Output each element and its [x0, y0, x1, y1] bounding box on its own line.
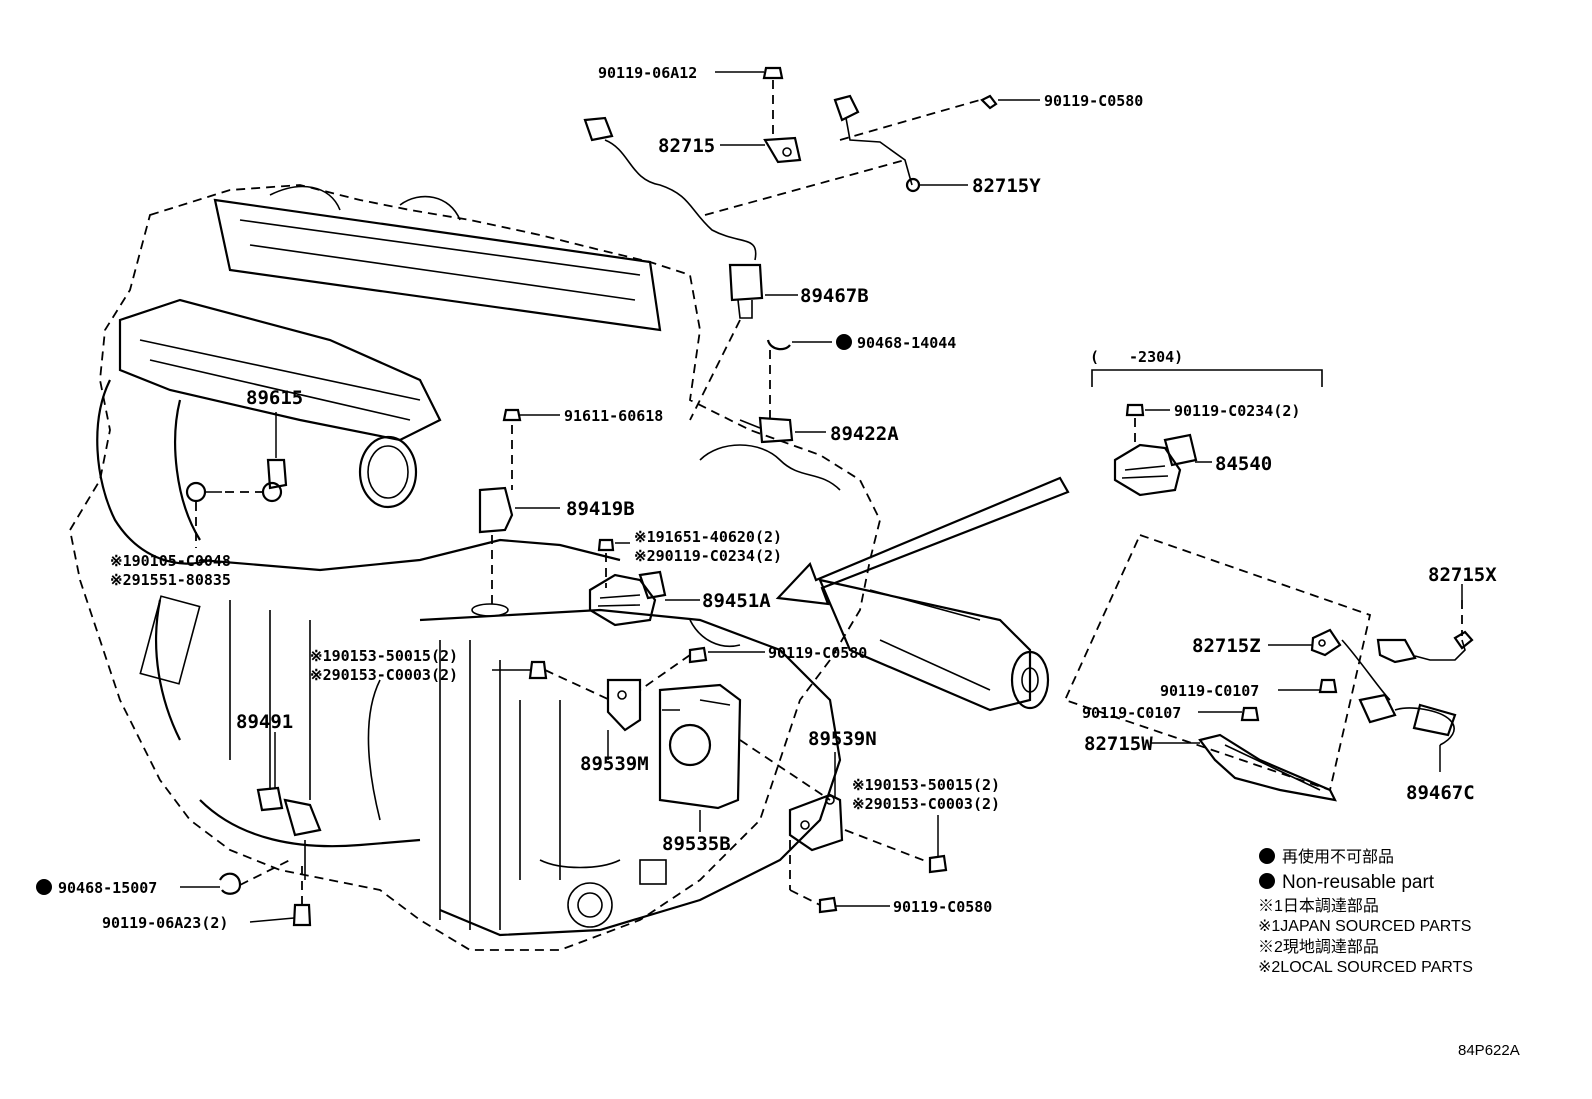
view-arrow	[775, 476, 1070, 606]
callout-label: 82715W	[1084, 733, 1153, 755]
callout-label: 89535B	[662, 833, 731, 855]
callout-label: 90468-15007	[58, 879, 157, 897]
reference-code: 84P622A	[1458, 1042, 1520, 1059]
callout-label: 89491	[236, 711, 293, 733]
part-labels: 90119-06A12 90119-C0580 82715 82715Y 894…	[58, 64, 1497, 932]
callout-label: ※191651-40620(2)	[634, 528, 782, 546]
engine-assembly-illustration	[69, 184, 1050, 951]
callout-label: ※290153-C0003(2)	[852, 795, 1000, 813]
callout-label: 89539N	[808, 728, 877, 750]
callout-label: 90119-C0234(2)	[1174, 402, 1300, 420]
legend-japan-en: ※1JAPAN SOURCED PARTS	[1258, 918, 1471, 935]
callout-label: ※291551-80835	[110, 571, 231, 589]
legend-japan-jp: ※1日本調達部品	[1258, 897, 1379, 915]
callout-label: 90119-06A12	[598, 64, 697, 82]
legend-marker	[1259, 873, 1275, 889]
callout-label: 90119-C0580	[768, 644, 867, 662]
callout-label: ※290153-C0003(2)	[310, 666, 458, 684]
parts-illustration	[185, 66, 1474, 927]
legend: 再使用不可部品 Non-reusable part ※1日本調達部品 ※1JAP…	[1258, 848, 1473, 976]
callout-label: ※190153-50015(2)	[310, 647, 458, 665]
callout-label: 89422A	[830, 423, 899, 445]
callout-label: 90468-14044	[857, 334, 956, 352]
non-reusable-marker	[36, 879, 52, 895]
callout-label: 82715X	[1428, 564, 1497, 586]
callout-label: ( -2304)	[1090, 348, 1183, 366]
callout-label: 82715	[658, 135, 715, 157]
legend-marker	[1259, 848, 1275, 864]
callout-label: 89539M	[580, 753, 649, 775]
legend-local-jp: ※2現地調達部品	[1258, 938, 1379, 956]
legend-non-reusable-jp: 再使用不可部品	[1282, 848, 1394, 866]
callout-label: 90119-C0107	[1082, 704, 1181, 722]
callout-label: 89419B	[566, 498, 635, 520]
callout-label: 84540	[1215, 453, 1272, 475]
callout-label: 90119-C0107	[1160, 682, 1259, 700]
non-reusable-marker	[836, 334, 852, 350]
callout-label: 89451A	[702, 590, 771, 612]
callout-label: 89467B	[800, 285, 869, 307]
callout-label: ※290119-C0234(2)	[634, 547, 782, 565]
legend-non-reusable-en: Non-reusable part	[1282, 872, 1435, 893]
callout-label: 89467C	[1406, 782, 1475, 804]
callout-label: 91611-60618	[564, 407, 663, 425]
callout-label: 89615	[246, 387, 303, 409]
callout-label: 82715Y	[972, 175, 1041, 197]
callout-label: ※190153-50015(2)	[852, 776, 1000, 794]
callout-label: ※190105-C0048	[110, 552, 231, 570]
callout-label: 82715Z	[1192, 635, 1261, 657]
callout-label: 90119-C0580	[893, 898, 992, 916]
callout-label: 90119-C0580	[1044, 92, 1143, 110]
legend-local-en: ※2LOCAL SOURCED PARTS	[1258, 959, 1473, 976]
leader-lines	[180, 71, 1463, 923]
callout-label: 90119-06A23(2)	[102, 914, 228, 932]
